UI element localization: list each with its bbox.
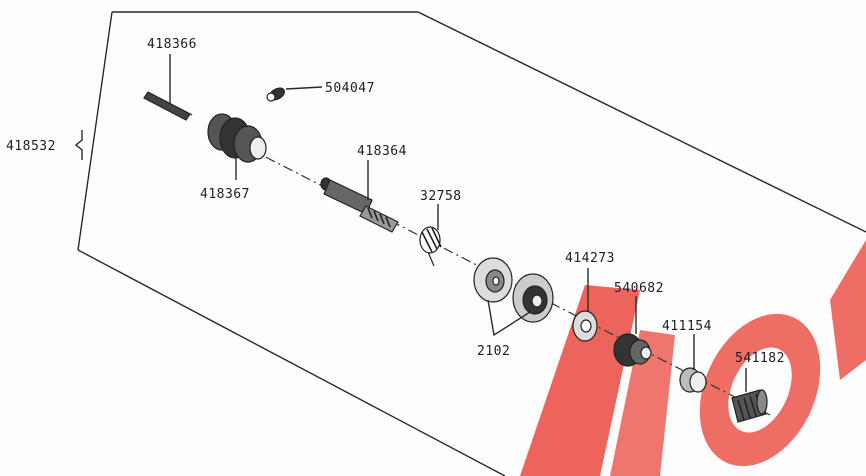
part-label-418366: 418366	[147, 37, 197, 52]
spring-32758	[419, 226, 442, 267]
boot-418367	[207, 113, 267, 163]
part-label-411154: 411154	[662, 319, 712, 334]
panel-border-left	[77, 11, 113, 251]
cup-2102-b	[512, 273, 554, 323]
assembly-label: 418532	[6, 139, 56, 154]
panel-border	[77, 11, 866, 476]
leader-504047	[285, 86, 323, 90]
pin-418366	[143, 91, 193, 121]
assembly-bracket	[74, 130, 83, 160]
cap-541182	[731, 389, 768, 423]
part-label-418367: 418367	[200, 187, 250, 202]
part-label-418364: 418364	[357, 144, 407, 159]
part-label-2102: 2102	[477, 344, 510, 359]
watermark	[520, 240, 866, 476]
bushing-411154	[679, 367, 707, 393]
piston-418364	[320, 177, 399, 233]
part-label-540682: 540682	[614, 281, 664, 296]
leader-2102	[487, 299, 531, 337]
washer-414273	[572, 310, 598, 342]
part-label-32758: 32758	[420, 189, 462, 204]
part-label-504047: 504047	[325, 81, 375, 96]
cup-2102-a	[473, 257, 513, 303]
center-axis	[247, 147, 771, 416]
seal-540682	[613, 333, 652, 367]
part-label-414273: 414273	[565, 251, 615, 266]
part-label-541182: 541182	[735, 351, 785, 366]
screw-504047	[266, 87, 285, 102]
